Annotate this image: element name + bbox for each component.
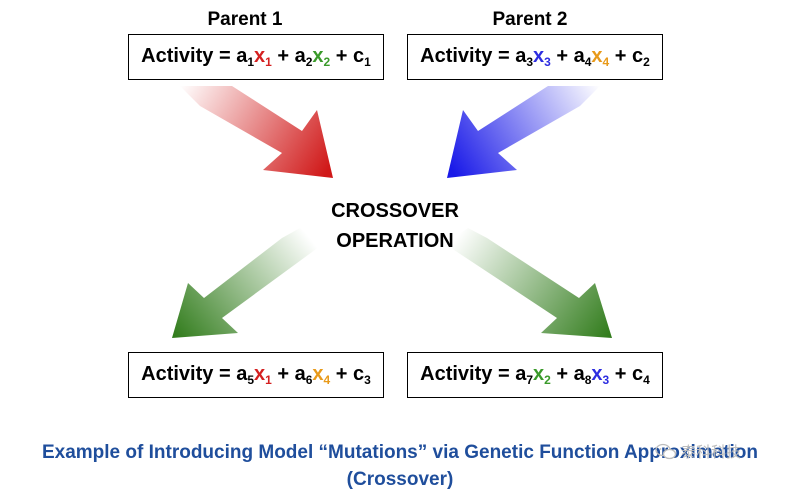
child-2-equation-box: Activity = a7x2 + a8x3 + c4 <box>407 352 663 398</box>
parent-2-equation-box: Activity = a3x3 + a4x4 + c2 <box>407 34 663 80</box>
green-arrow-left <box>172 228 323 338</box>
parent-2-equation: Activity = a3x3 + a4x4 + c2 <box>420 45 650 69</box>
parent-1-equation: Activity = a1x1 + a2x2 + c1 <box>141 45 371 69</box>
watermark: 泰科科技 <box>655 441 741 462</box>
child-2-equation: Activity = a7x2 + a8x3 + c4 <box>420 363 650 387</box>
crossover-operation-label: CROSSOVER OPERATION <box>331 200 459 252</box>
child-1-equation-box: Activity = a5x1 + a6x4 + c3 <box>128 352 384 398</box>
parent-1-label: Parent 1 <box>207 9 283 30</box>
green-arrow-right <box>445 228 612 338</box>
wechat-icon <box>655 443 677 459</box>
parent-2-label: Parent 2 <box>492 9 568 30</box>
parent-1-equation-box: Activity = a1x1 + a2x2 + c1 <box>128 34 384 80</box>
blue-arrow <box>447 86 600 178</box>
red-arrow <box>180 86 333 178</box>
figure-caption-line-2: (Crossover) <box>346 469 454 490</box>
figure-caption-line-1: Example of Introducing Model “Mutations”… <box>41 442 759 463</box>
child-1-equation: Activity = a5x1 + a6x4 + c3 <box>141 363 371 387</box>
watermark-text: 泰科科技 <box>681 444 742 461</box>
